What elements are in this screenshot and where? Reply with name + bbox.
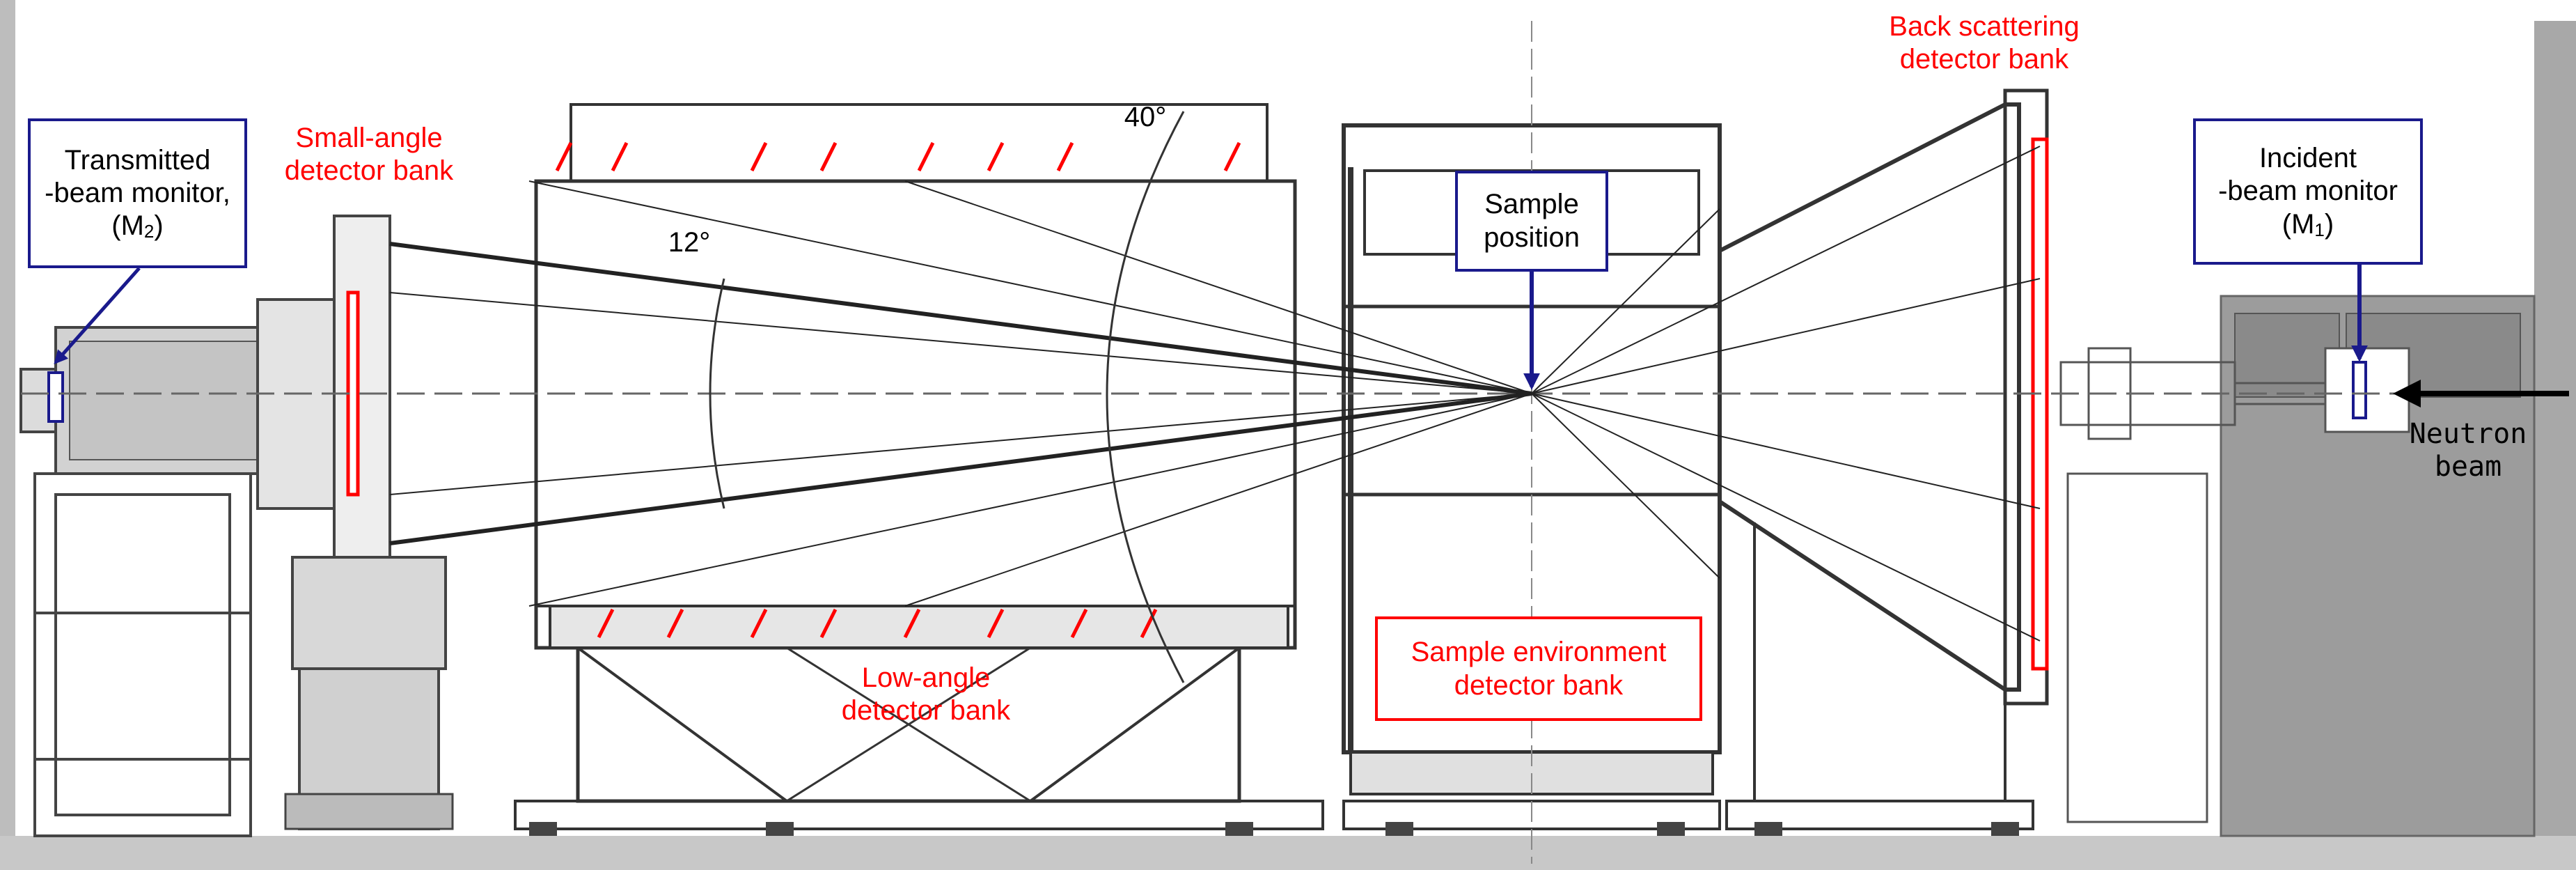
m2-monitor bbox=[47, 371, 64, 423]
low-angle-tank bbox=[514, 103, 1324, 830]
left-stand bbox=[33, 472, 252, 837]
small-angle-detector-column bbox=[256, 215, 454, 830]
transmitted-monitor-callout: Transmitted -beam monitor, (M2) bbox=[28, 118, 247, 268]
right-wall bbox=[2534, 21, 2576, 836]
back-scattering-cone bbox=[1718, 88, 2049, 830]
transmitted-monitor-line3: (M2) bbox=[111, 210, 164, 242]
incident-monitor-line2: -beam monitor bbox=[2218, 176, 2398, 207]
sample-position-label: Sample position bbox=[1484, 189, 1580, 253]
floor bbox=[0, 836, 2576, 870]
angle-40-label: 40° bbox=[1124, 102, 1167, 132]
m1-monitor bbox=[2352, 361, 2367, 419]
left-wall bbox=[0, 0, 15, 836]
back-scattering-bank-label: Back scattering detector bank bbox=[1889, 11, 2080, 75]
transmitted-monitor-line2: -beam monitor, bbox=[45, 177, 230, 208]
transmitted-monitor-line1: Transmitted bbox=[64, 144, 211, 176]
m2-leader bbox=[54, 267, 141, 364]
incident-shielding bbox=[2220, 295, 2536, 837]
neutron-beam-label: Neutron beam bbox=[2409, 418, 2527, 483]
sample-environment-label: Sample environment detector bank bbox=[1411, 637, 1667, 701]
incident-monitor-line3: (M1) bbox=[2282, 208, 2334, 240]
low-angle-detector-tubes bbox=[555, 141, 1241, 639]
sample-environment-callout: Sample environment detector bank bbox=[1375, 616, 1702, 721]
incident-monitor-callout: Incident -beam monitor (M1) bbox=[2193, 118, 2423, 265]
sample-position-callout: Sample position bbox=[1455, 171, 1608, 272]
angle-arcs bbox=[709, 111, 1185, 683]
small-angle-bank-label: Small-angle detector bank bbox=[284, 123, 454, 187]
incident-monitor-line1: Incident bbox=[2259, 143, 2357, 174]
support-feet bbox=[529, 822, 2019, 836]
angle-12-label: 12° bbox=[668, 227, 711, 258]
low-angle-bank-label: Low-angle detector bank bbox=[841, 662, 1011, 727]
scattering-rays bbox=[389, 146, 2041, 642]
